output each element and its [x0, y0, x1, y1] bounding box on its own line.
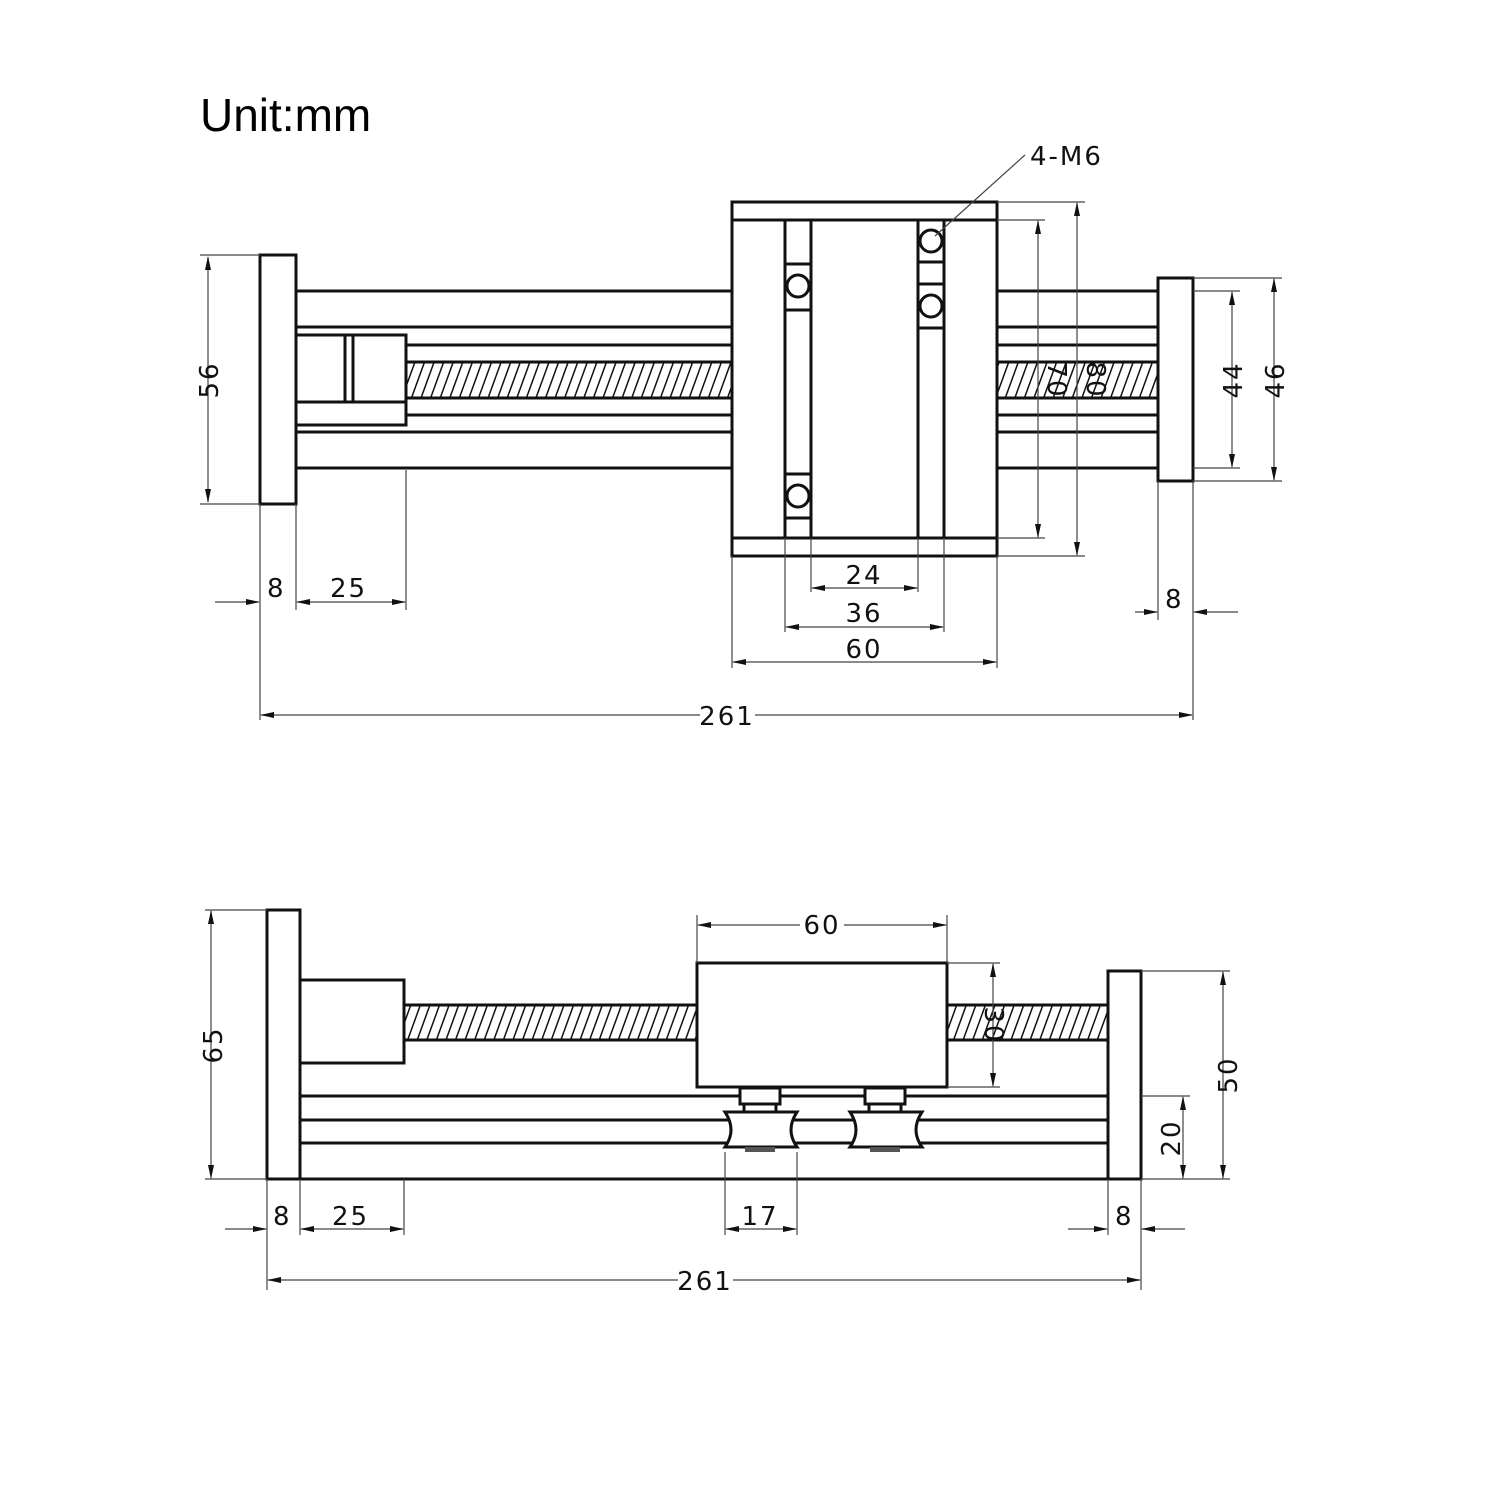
mount-hole — [785, 483, 811, 509]
motor-block — [294, 333, 408, 427]
dim-46: 46 — [1261, 361, 1291, 398]
left-end-plate — [265, 908, 302, 1181]
lead-screw — [404, 360, 734, 400]
dim-60-side: 60 — [803, 911, 840, 941]
dim-24: 24 — [845, 561, 882, 591]
dim-8-left-side: 8 — [273, 1202, 292, 1232]
dim-30: 30 — [978, 1006, 1008, 1043]
roller-wheel — [847, 1086, 925, 1152]
dim-44: 44 — [1219, 361, 1249, 398]
unit-label: Unit:mm — [200, 89, 372, 141]
roller-wheel — [722, 1086, 800, 1152]
dim-50: 50 — [1214, 1056, 1244, 1093]
left-end-plate — [258, 253, 298, 506]
dim-8-right-side: 8 — [1115, 1202, 1134, 1232]
right-end-plate — [1156, 276, 1195, 483]
callout-4-m6: 4-M6 — [1030, 142, 1103, 172]
top-view: 4-M6 56 8 25 24 36 60 70 80 44 46 — [195, 142, 1291, 732]
mount-hole — [918, 293, 944, 319]
carriage — [730, 200, 999, 558]
dim-65: 65 — [199, 1026, 229, 1063]
dim-261-side: 261 — [677, 1267, 733, 1297]
dim-70: 70 — [1041, 361, 1071, 398]
mount-hole — [918, 228, 944, 254]
mount-hole — [785, 273, 811, 299]
side-view: 65 60 30 50 20 8 25 17 8 261 — [199, 908, 1244, 1297]
carriage — [695, 961, 949, 1089]
dim-80: 80 — [1080, 361, 1110, 398]
dim-36: 36 — [845, 599, 882, 629]
dim-8-left: 8 — [267, 574, 286, 604]
dim-261-top: 261 — [699, 702, 755, 732]
dim-25: 25 — [330, 574, 367, 604]
dim-56: 56 — [195, 361, 225, 398]
dim-60: 60 — [845, 635, 882, 665]
right-end-plate — [1106, 969, 1143, 1181]
motor-block — [298, 978, 406, 1065]
dim-17: 17 — [741, 1202, 778, 1232]
dim-8-right: 8 — [1165, 585, 1184, 615]
dim-25-side: 25 — [332, 1202, 369, 1232]
dim-20: 20 — [1157, 1119, 1187, 1156]
